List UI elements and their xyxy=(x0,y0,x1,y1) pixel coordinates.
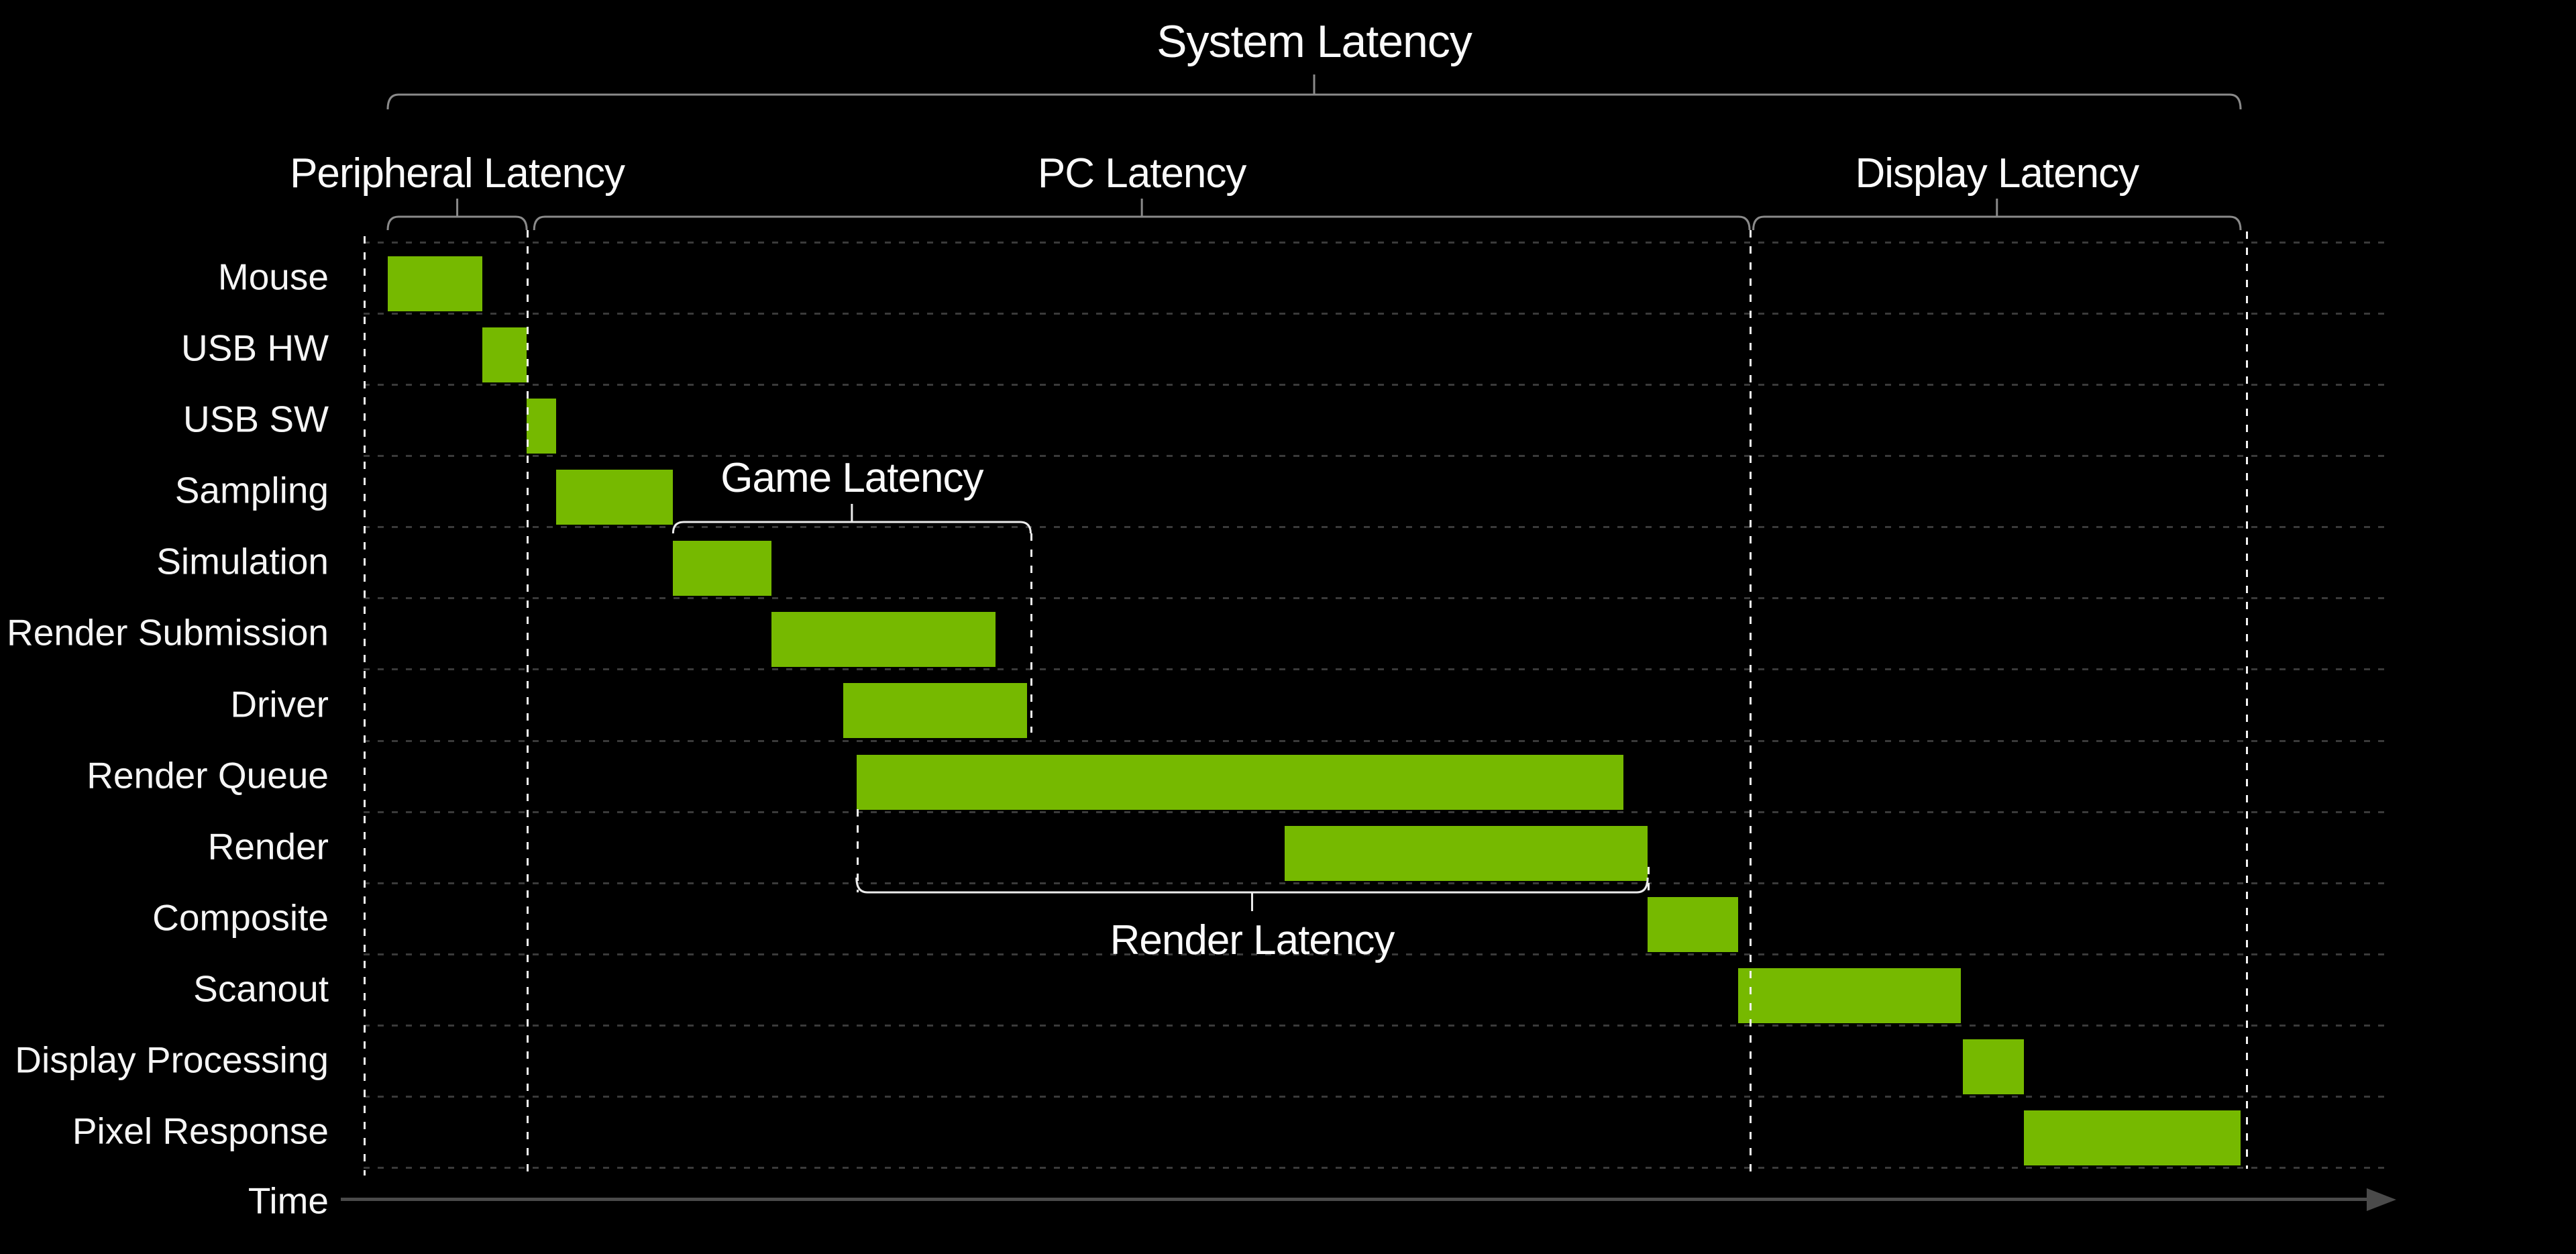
row-separator xyxy=(364,384,2387,386)
bar-sampling xyxy=(556,470,674,525)
row-label-driver: Driver xyxy=(230,683,329,725)
row-label-simulation: Simulation xyxy=(156,540,329,582)
row-label-mouse: Mouse xyxy=(217,256,329,298)
row-separator xyxy=(364,953,2387,955)
bracket-display-latency xyxy=(1752,215,2242,231)
row-separator xyxy=(364,668,2387,671)
bar-render-queue xyxy=(856,754,1624,810)
bracket-pc-latency xyxy=(533,215,1751,231)
row-separator xyxy=(364,1167,2387,1169)
guide-display-right-edge xyxy=(2246,231,2248,1169)
group-label-display: Display Latency xyxy=(1855,150,2139,197)
chart-title: System Latency xyxy=(1157,16,1472,67)
row-separator xyxy=(364,313,2387,315)
time-axis-arrowhead xyxy=(2367,1188,2396,1211)
bar-render-submission xyxy=(771,612,996,668)
bracket-system-latency xyxy=(386,93,2242,110)
guide-render-latency-right xyxy=(1648,867,1650,892)
row-separator xyxy=(364,455,2387,458)
row-label-render: Render xyxy=(207,825,329,868)
row-label-pixel-response: Pixel Response xyxy=(72,1110,329,1152)
bar-driver xyxy=(843,683,1027,739)
row-separator xyxy=(364,597,2387,600)
row-separator xyxy=(364,882,2387,884)
row-label-render-submission: Render Submission xyxy=(7,611,329,654)
guide-peripheral-pc-boundary xyxy=(527,230,529,1173)
group-label-game: Game Latency xyxy=(720,455,983,501)
row-separator xyxy=(364,739,2387,742)
guide-plot-left xyxy=(364,236,366,1175)
row-separator xyxy=(364,242,2387,244)
group-label-peripheral: Peripheral Latency xyxy=(290,150,625,197)
bar-simulation xyxy=(673,541,771,596)
bar-render xyxy=(1284,825,1648,881)
row-label-sampling: Sampling xyxy=(174,469,329,511)
bar-usb-sw xyxy=(527,399,557,454)
row-separator xyxy=(364,526,2387,529)
row-label-scanout: Scanout xyxy=(193,968,329,1010)
bar-pixel-response xyxy=(2023,1110,2241,1165)
row-label-render-queue: Render Queue xyxy=(87,754,329,796)
bar-scanout xyxy=(1738,968,1961,1023)
bracket-peripheral-latency xyxy=(386,215,528,231)
group-label-render: Render Latency xyxy=(1110,917,1395,963)
bar-mouse xyxy=(388,256,482,311)
row-label-composite: Composite xyxy=(152,896,329,939)
bar-display-processing xyxy=(1962,1039,2024,1094)
time-axis-label: Time xyxy=(248,1180,329,1222)
bar-usb-hw xyxy=(482,327,527,383)
time-axis-line xyxy=(341,1198,2369,1201)
bar-composite xyxy=(1648,896,1739,952)
row-label-usb-sw: USB SW xyxy=(183,398,329,440)
guide-render-latency-left xyxy=(856,809,859,892)
row-separator xyxy=(364,1024,2387,1027)
group-label-pc: PC Latency xyxy=(1037,150,1247,197)
row-label-usb-hw: USB HW xyxy=(181,327,329,369)
row-separator xyxy=(364,1095,2387,1098)
guide-pc-display-boundary xyxy=(1750,230,1752,1173)
row-label-display-processing: Display Processing xyxy=(15,1039,329,1081)
guide-game-latency-right xyxy=(1030,533,1033,733)
row-separator xyxy=(364,811,2387,813)
